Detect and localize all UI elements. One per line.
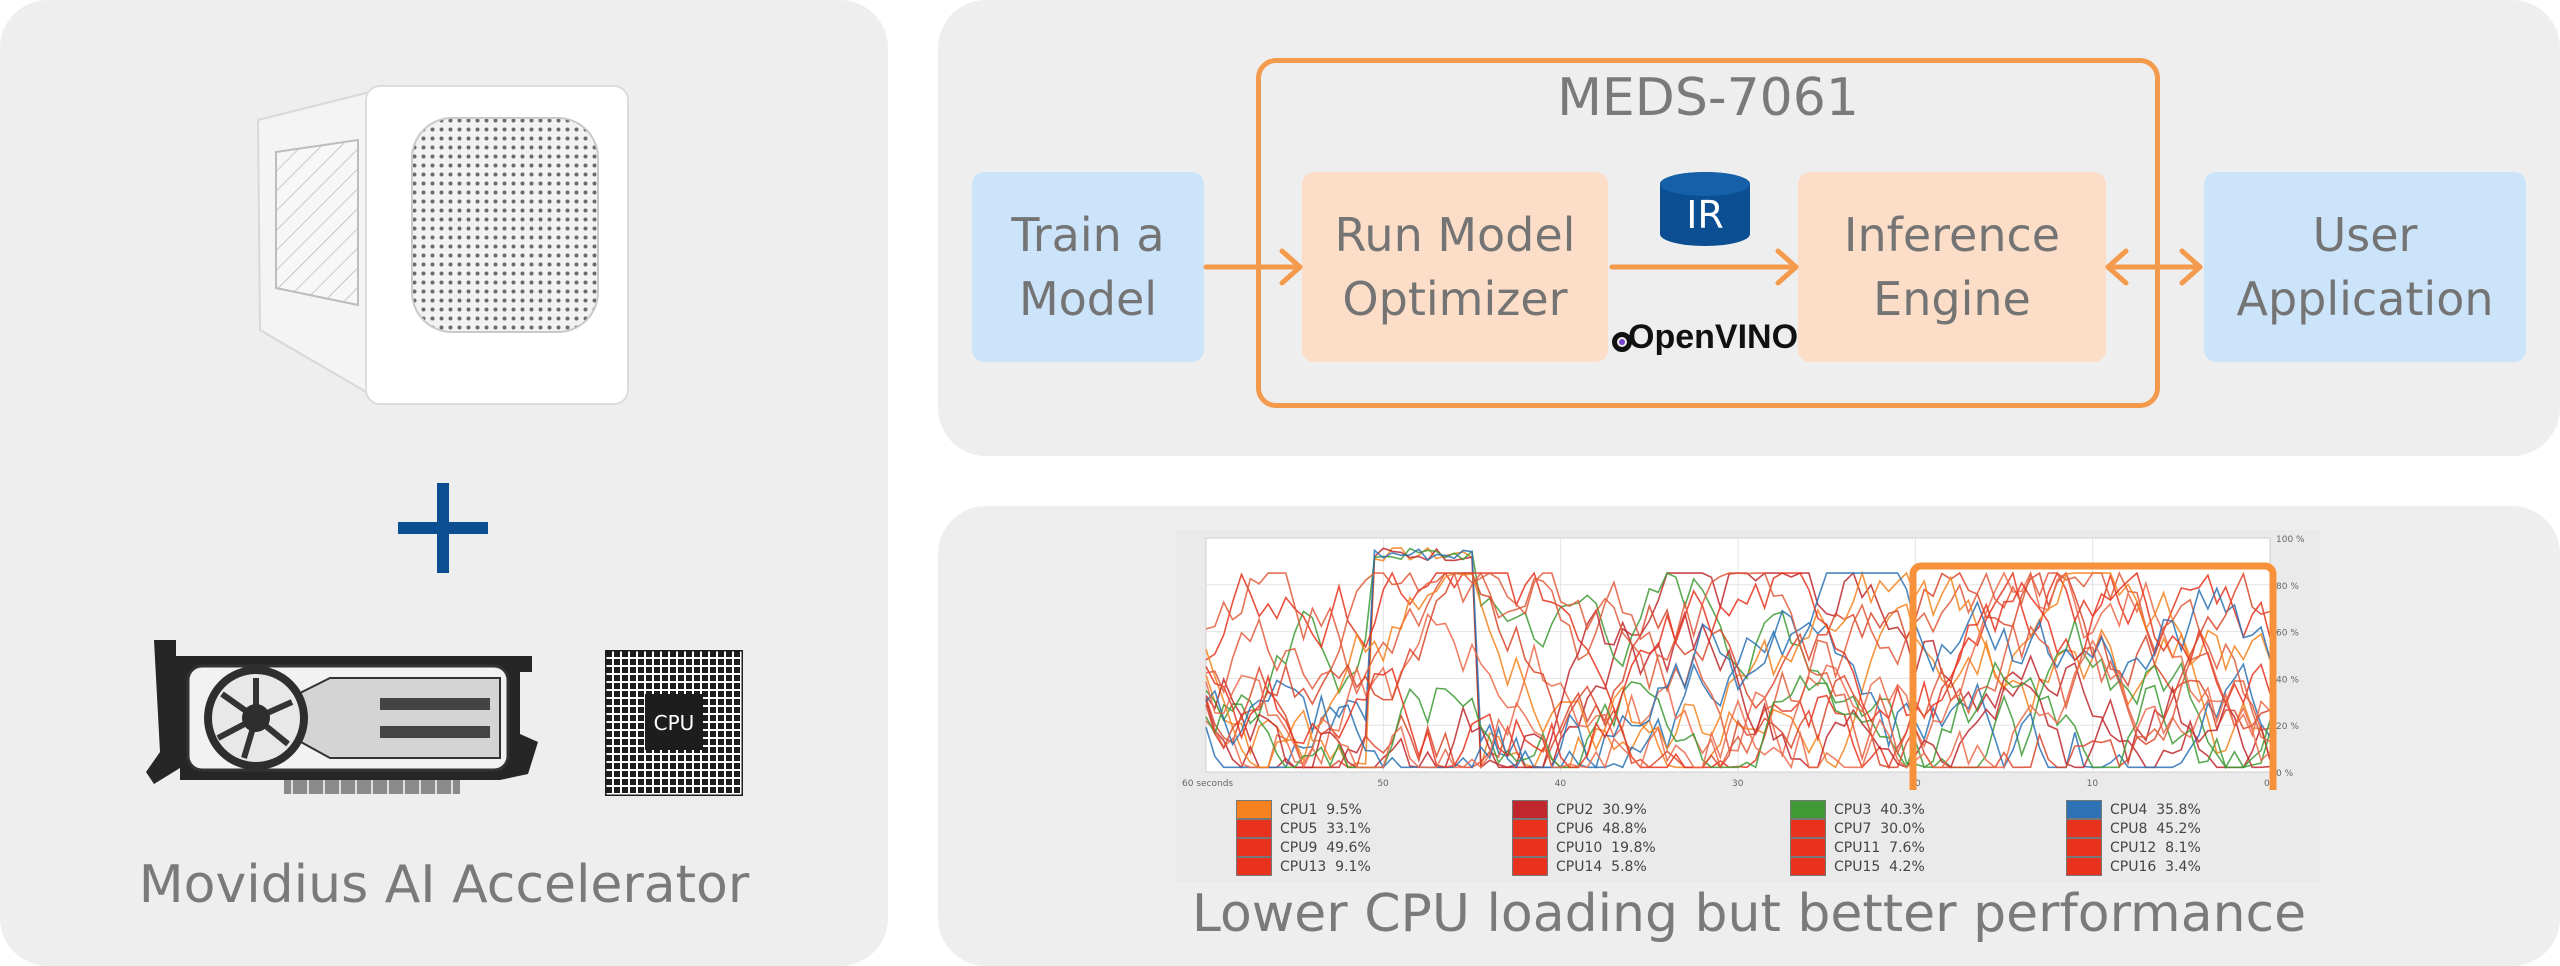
train-model-box: Train a Model — [972, 172, 1204, 362]
legend-label: CPU5 33.1% — [1280, 820, 1371, 837]
ir-badge-icon: IR — [1660, 172, 1750, 246]
legend-swatch — [1236, 857, 1272, 876]
legend-item: CPU14 5.8% — [1512, 857, 1647, 876]
legend-item: CPU1 9.5% — [1236, 800, 1362, 819]
legend-item: CPU5 33.1% — [1236, 819, 1371, 838]
legend-swatch — [2066, 838, 2102, 857]
accelerator-caption: Movidius AI Accelerator — [138, 855, 750, 915]
legend-label: CPU7 30.0% — [1834, 820, 1925, 837]
legend-label: CPU15 4.2% — [1834, 858, 1925, 875]
legend-label: CPU13 9.1% — [1280, 858, 1371, 875]
meds-device-image — [256, 85, 629, 405]
legend-label: CPU11 7.6% — [1834, 839, 1925, 856]
cpu-trace-line — [1205, 570, 2271, 769]
y-tick-label: 100 % — [2276, 535, 2305, 545]
legend-item: CPU9 49.6% — [1236, 838, 1371, 857]
legend-label: CPU16 3.4% — [2110, 858, 2201, 875]
cpu-trace-line — [1205, 571, 2271, 762]
legend-swatch — [1790, 800, 1826, 819]
legend-label: CPU1 9.5% — [1280, 801, 1362, 818]
y-tick-label: 40 % — [2276, 675, 2299, 685]
openvino-logo-text: OpenVINO — [1628, 318, 1799, 356]
y-tick-label: 80 % — [2276, 582, 2299, 592]
x-tick-label: 50 — [1377, 779, 1389, 789]
legend-label: CPU6 48.8% — [1556, 820, 1647, 837]
legend-label: CPU9 49.6% — [1280, 839, 1371, 856]
legend-label: CPU4 35.8% — [2110, 801, 2201, 818]
legend-swatch — [2066, 857, 2102, 876]
cpu-trace-line — [1205, 571, 2271, 769]
legend-item: CPU6 48.8% — [1512, 819, 1647, 838]
legend-swatch — [1790, 838, 1826, 857]
legend-swatch — [1790, 819, 1826, 838]
ir-badge-label: IR — [1686, 193, 1724, 237]
meds-7061-frame — [1256, 58, 2160, 408]
legend-swatch — [2066, 800, 2102, 819]
legend-swatch — [1512, 800, 1548, 819]
highlight-window — [1909, 562, 2277, 790]
x-tick-label: 10 — [2087, 779, 2099, 789]
model-optimizer-box: Run Model Optimizer — [1302, 172, 1608, 362]
legend-item: CPU10 19.8% — [1512, 838, 1656, 857]
legend-swatch — [1512, 857, 1548, 876]
legend-item: CPU13 9.1% — [1236, 857, 1371, 876]
legend-label: CPU12 8.1% — [2110, 839, 2201, 856]
legend-label: CPU3 40.3% — [1834, 801, 1925, 818]
legend-item: CPU2 30.9% — [1512, 800, 1647, 819]
cpu-trace-line — [1205, 608, 2271, 769]
x-tick-label: 30 — [1732, 779, 1744, 789]
user-application-box: User Application — [2204, 172, 2526, 362]
legend-label: CPU14 5.8% — [1556, 858, 1647, 875]
legend-swatch — [1512, 819, 1548, 838]
legend-item: CPU16 3.4% — [2066, 857, 2201, 876]
cpu-trace-line — [1205, 571, 2271, 769]
cpu-chip-icon: CPU — [605, 650, 743, 796]
legend-label: CPU8 45.2% — [2110, 820, 2201, 837]
legend-swatch — [1512, 838, 1548, 857]
openvino-logo: OpenVINO — [1612, 318, 1798, 357]
y-tick-label: 0 % — [2276, 769, 2294, 779]
legend-swatch — [1236, 838, 1272, 857]
legend-swatch — [1236, 819, 1272, 838]
meds-7061-title: MEDS-7061 — [1557, 68, 1859, 128]
cpu-chip-label: CPU — [654, 711, 695, 735]
cpu-chart-caption: Lower CPU loading but better performance — [1191, 884, 2307, 944]
gpu-card-icon — [146, 640, 538, 794]
y-tick-label: 60 % — [2276, 629, 2299, 639]
legend-item: CPU11 7.6% — [1790, 838, 1925, 857]
legend-item: CPU3 40.3% — [1790, 800, 1925, 819]
x-tick-label: 0 — [2264, 779, 2270, 789]
legend-item: CPU7 30.0% — [1790, 819, 1925, 838]
legend-item: CPU8 45.2% — [2066, 819, 2201, 838]
plus-icon — [398, 483, 488, 573]
inference-engine-box: Inference Engine — [1798, 172, 2106, 362]
legend-item: CPU15 4.2% — [1790, 857, 1925, 876]
cpu-trace-line — [1205, 570, 2271, 769]
cpu-trace-line — [1205, 639, 2271, 770]
legend-item: CPU12 8.1% — [2066, 838, 2201, 857]
legend-swatch — [1790, 857, 1826, 876]
legend-swatch — [2066, 819, 2102, 838]
legend-label: CPU10 19.8% — [1556, 839, 1656, 856]
legend-swatch — [1236, 800, 1272, 819]
legend-label: CPU2 30.9% — [1556, 801, 1647, 818]
x-axis-label: 60 seconds — [1182, 779, 1233, 789]
legend-item: CPU4 35.8% — [2066, 800, 2201, 819]
y-tick-label: 20 % — [2276, 722, 2299, 732]
x-tick-label: 40 — [1555, 779, 1567, 789]
